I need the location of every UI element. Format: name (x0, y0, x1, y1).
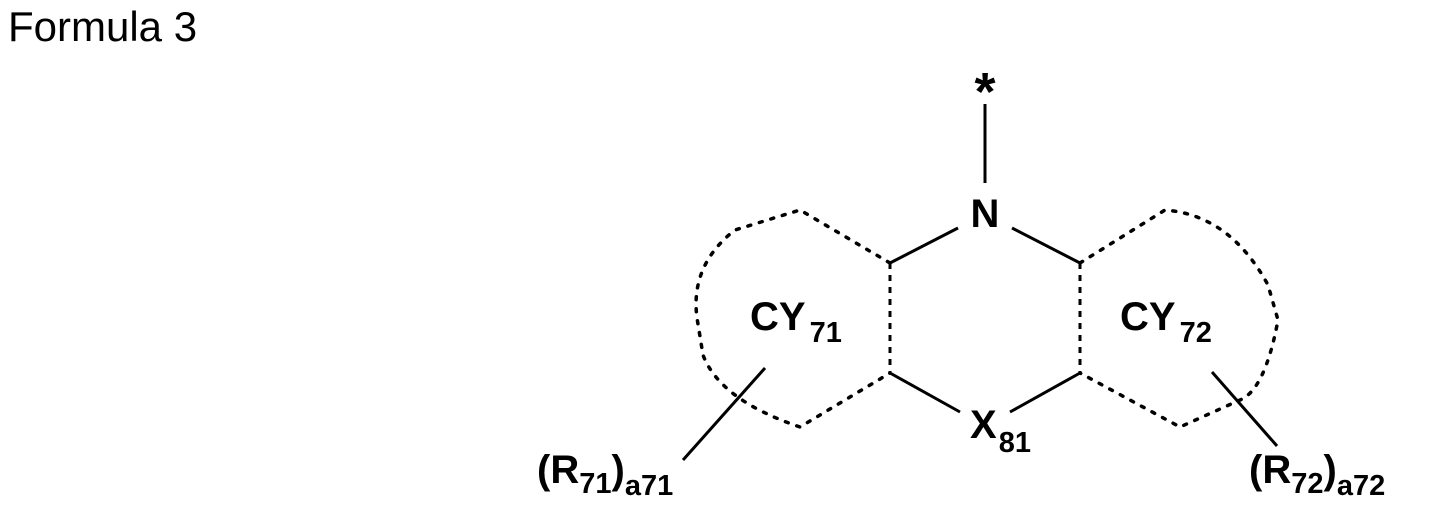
r72-close-paren: ) (1323, 448, 1336, 492)
x81-sub: 81 (999, 427, 1031, 459)
r71-count: a71 (625, 470, 673, 502)
r71-close-paren: ) (611, 448, 624, 492)
r71-sub: 71 (579, 468, 611, 500)
ring-cy72-main: CY (1120, 295, 1176, 339)
nitrogen-label: N (971, 192, 1000, 236)
substituent-bond-right (1212, 372, 1277, 446)
ring-cy72-sub: 72 (1180, 317, 1212, 349)
ring-cy71-main: CY (750, 295, 806, 339)
ring-cy71-label: CY71 (750, 295, 842, 349)
r72-main: R (1262, 448, 1291, 492)
x81-main: X (970, 403, 997, 447)
x81-label: X81 (970, 403, 1031, 459)
bond-x-right (1010, 373, 1080, 412)
r71-open-paren: ( (537, 448, 551, 492)
r72-substituent-label: (R72)a72 (1249, 448, 1385, 502)
r71-main: R (550, 448, 579, 492)
bond-n-left (890, 228, 958, 263)
substituent-bond-left (683, 368, 765, 460)
r72-open-paren: ( (1249, 448, 1263, 492)
bond-x-left (890, 373, 960, 412)
ring-cy72-label: CY72 (1120, 295, 1212, 349)
bond-n-right (1012, 228, 1080, 263)
r72-sub: 72 (1291, 468, 1323, 500)
attachment-point-label: * (974, 62, 995, 122)
ring-cy71-sub: 71 (810, 317, 842, 349)
r71-substituent-label: (R71)a71 (537, 448, 673, 502)
r72-count: a72 (1337, 470, 1385, 502)
